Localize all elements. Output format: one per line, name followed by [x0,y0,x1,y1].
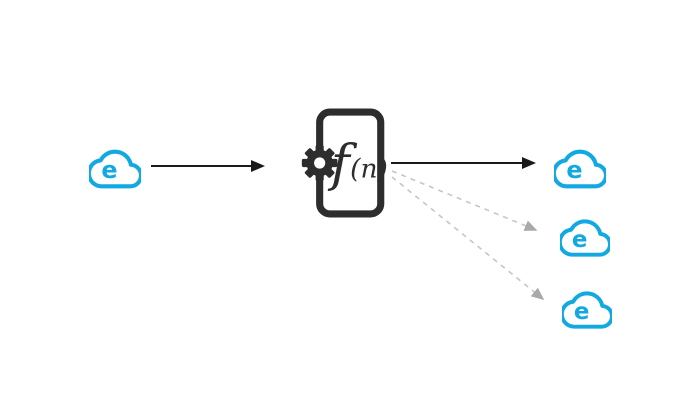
node-event-sink-1 [549,143,611,195]
cloudevents-cloud-icon [557,285,617,335]
cloudevents-cloud-icon [549,143,611,195]
edge-function-to-sink-3 [391,176,545,301]
edge-function-to-sink-2 [391,170,538,231]
cloudevents-cloud-icon [84,143,146,195]
cloudevents-cloud-icon [555,213,615,263]
node-event-source [84,143,146,195]
node-function [288,106,390,220]
function-gear-icon [288,106,390,220]
node-event-sink-2 [555,213,615,263]
node-event-sink-3 [557,285,617,335]
